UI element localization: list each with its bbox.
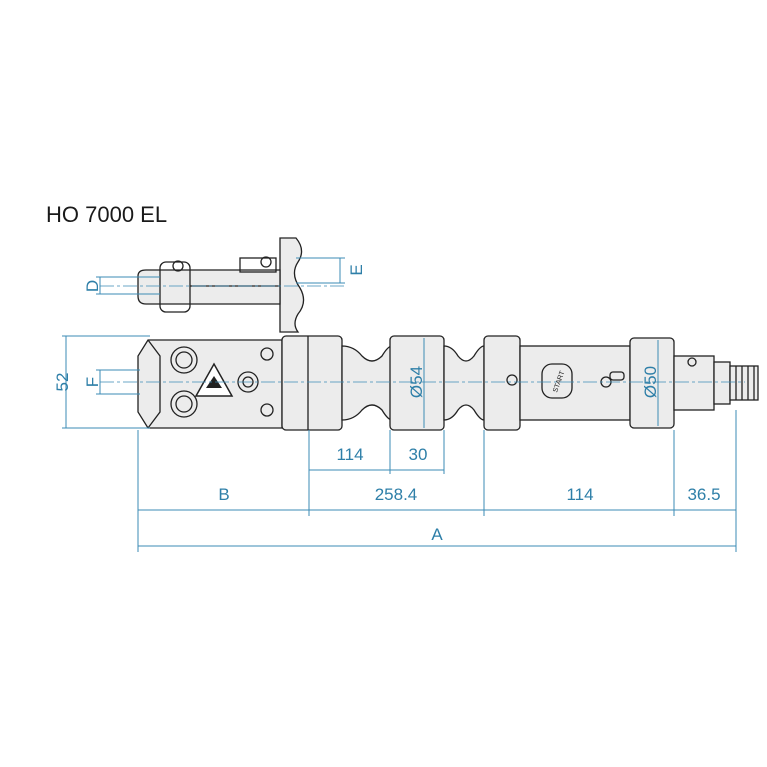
label-d: D bbox=[83, 280, 102, 292]
rear-collar bbox=[483, 335, 521, 431]
label-e: E bbox=[347, 264, 366, 275]
label-b: B bbox=[218, 485, 229, 504]
head-screw-bottom bbox=[260, 403, 274, 417]
tube-break-2 bbox=[443, 345, 485, 421]
label-114-lower: 114 bbox=[566, 485, 593, 504]
warning-icon-mark bbox=[206, 376, 222, 388]
connector-screw bbox=[687, 357, 697, 367]
top-pin bbox=[172, 260, 184, 272]
motor-body bbox=[519, 345, 631, 421]
top-view bbox=[96, 237, 345, 333]
drawing-title: HO 7000 EL bbox=[46, 202, 168, 227]
label-30: 30 bbox=[409, 445, 428, 464]
label-114-upper: 114 bbox=[336, 445, 363, 464]
head-screw-top bbox=[260, 347, 274, 361]
label-f: F bbox=[83, 377, 102, 387]
label-36-5: 36.5 bbox=[687, 485, 720, 504]
top-flange bbox=[279, 237, 305, 333]
connector-thread bbox=[735, 366, 755, 400]
connector-plug bbox=[729, 365, 759, 401]
top-screw bbox=[260, 256, 272, 268]
start-button bbox=[541, 363, 573, 399]
dimensions bbox=[62, 335, 737, 552]
label-dia-54: Ø54 bbox=[407, 366, 426, 398]
label-a: A bbox=[431, 525, 443, 544]
head-hole-bottom-inner bbox=[175, 395, 193, 413]
label-52: 52 bbox=[53, 373, 72, 392]
top-cylinder bbox=[239, 257, 277, 273]
head-hole-top-outer bbox=[170, 346, 198, 374]
label-258-4: 258.4 bbox=[375, 485, 418, 504]
connector-body bbox=[673, 355, 715, 411]
head-hole-bottom-outer bbox=[170, 390, 198, 418]
front-collar bbox=[281, 335, 343, 431]
top-arm bbox=[137, 269, 281, 305]
motor-switch bbox=[609, 371, 625, 381]
head-chamfer bbox=[147, 339, 161, 429]
tube-break-1 bbox=[341, 345, 393, 421]
connector-nut bbox=[713, 361, 731, 405]
rear-collar-screw bbox=[506, 374, 518, 386]
head-hole-top-inner bbox=[175, 351, 193, 369]
label-dia-50: Ø50 bbox=[641, 366, 660, 398]
main-view bbox=[100, 335, 759, 431]
